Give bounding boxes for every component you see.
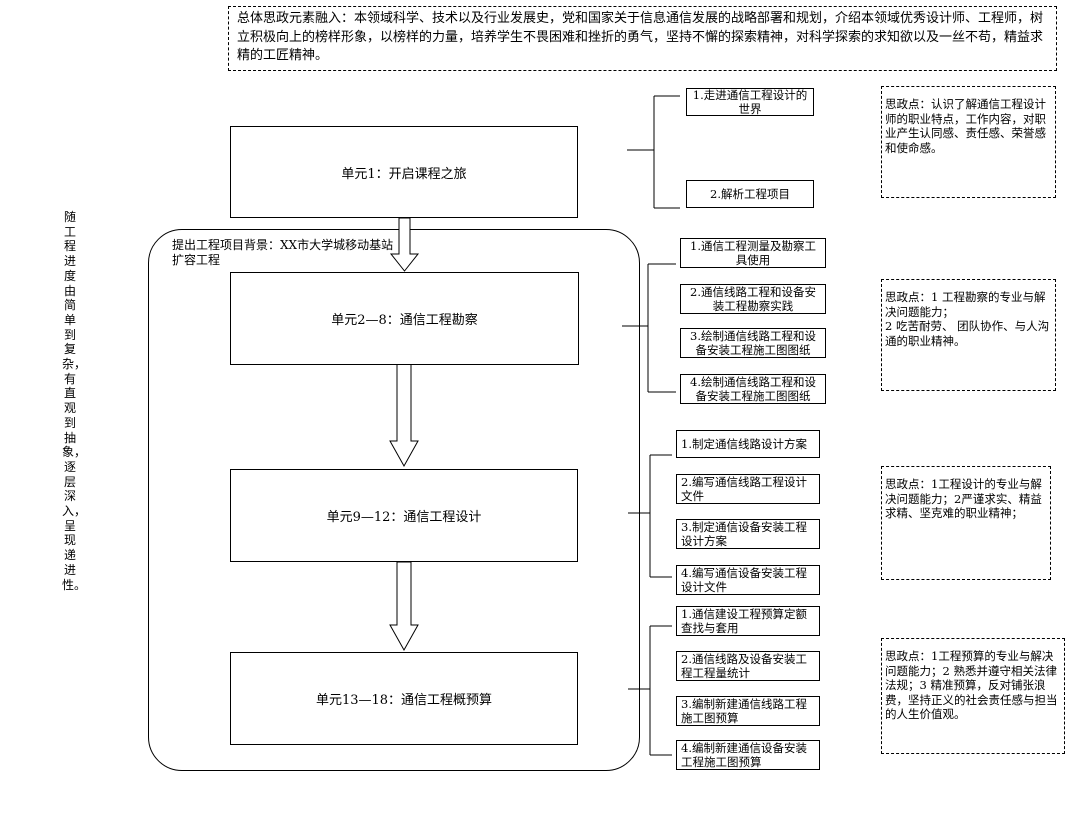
brace-unit-2 xyxy=(622,263,676,393)
brace-unit-4 xyxy=(628,625,672,756)
unit-box-3: 单元9—12：通信工程设计 xyxy=(230,469,578,562)
unit-box-2: 单元2—8：通信工程勘察 xyxy=(230,272,579,365)
overall-sizheng-note: 总体思政元素融入：本领域科学、技术以及行业发展史，党和国家关于信息通信发展的战略… xyxy=(228,6,1057,71)
project-container xyxy=(148,229,640,771)
task-box-2-1: 1.通信工程测量及勘察工具使用 xyxy=(680,238,826,268)
sizheng-box-2: 思政点：1 工程勘察的专业与解决问题能力； 2 吃苦耐劳、 团队协作、与人沟通的… xyxy=(881,279,1056,391)
task-box-2-2: 2.通信线路工程和设备安装工程勘察实践 xyxy=(680,284,826,314)
unit-box-4: 单元13—18：通信工程概预算 xyxy=(230,652,578,745)
sizheng-box-4: 思政点：1工程预算的专业与解决问题能力；2 熟悉并遵守相关法律法规；3 精准预算… xyxy=(881,638,1065,754)
task-box-3-3: 3.制定通信设备安装工程设计方案 xyxy=(676,519,820,549)
arrow-unit2-to-3 xyxy=(389,363,419,468)
arrow-unit3-to-4 xyxy=(389,561,419,652)
task-box-3-4: 4.编写通信设备安装工程设计文件 xyxy=(676,565,820,595)
task-box-4-4: 4.编制新建通信设备安装工程施工图预算 xyxy=(676,740,820,770)
unit-box-1: 单元1：开启课程之旅 xyxy=(230,126,578,218)
brace-unit-1 xyxy=(627,95,680,209)
task-box-4-2: 2.通信线路及设备安装工程工程量统计 xyxy=(676,651,820,681)
task-box-3-2: 2.编写通信线路工程设计文件 xyxy=(676,474,820,504)
task-box-4-3: 3.编制新建通信线路工程施工图预算 xyxy=(676,696,820,726)
task-box-3-1: 1.制定通信线路设计方案 xyxy=(676,430,820,458)
task-box-2-4: 4.绘制通信线路工程和设备安装工程施工图图纸 xyxy=(680,374,826,404)
task-box-2-3: 3.绘制通信线路工程和设备安装工程施工图图纸 xyxy=(680,328,826,358)
task-box-4-1: 1.通信建设工程预算定额查找与套用 xyxy=(676,606,820,636)
arrow-unit1-to-2 xyxy=(389,217,420,272)
sizheng-box-3: 思政点：1工程设计的专业与解决问题能力；2严谨求实、精益求精、坚克难的职业精神； xyxy=(881,466,1051,580)
task-box-1-1: 1.走进通信工程设计的世界 xyxy=(686,88,814,116)
sizheng-box-1: 思政点：认识了解通信工程设计师的职业特点，工作内容，对职业产生认同感、责任感、荣… xyxy=(881,86,1056,198)
task-box-1-2: 2.解析工程项目 xyxy=(686,180,814,208)
brace-unit-3 xyxy=(628,454,672,578)
project-background-label: 提出工程项目背景：XX市大学城移动基站扩容工程 xyxy=(172,238,394,267)
